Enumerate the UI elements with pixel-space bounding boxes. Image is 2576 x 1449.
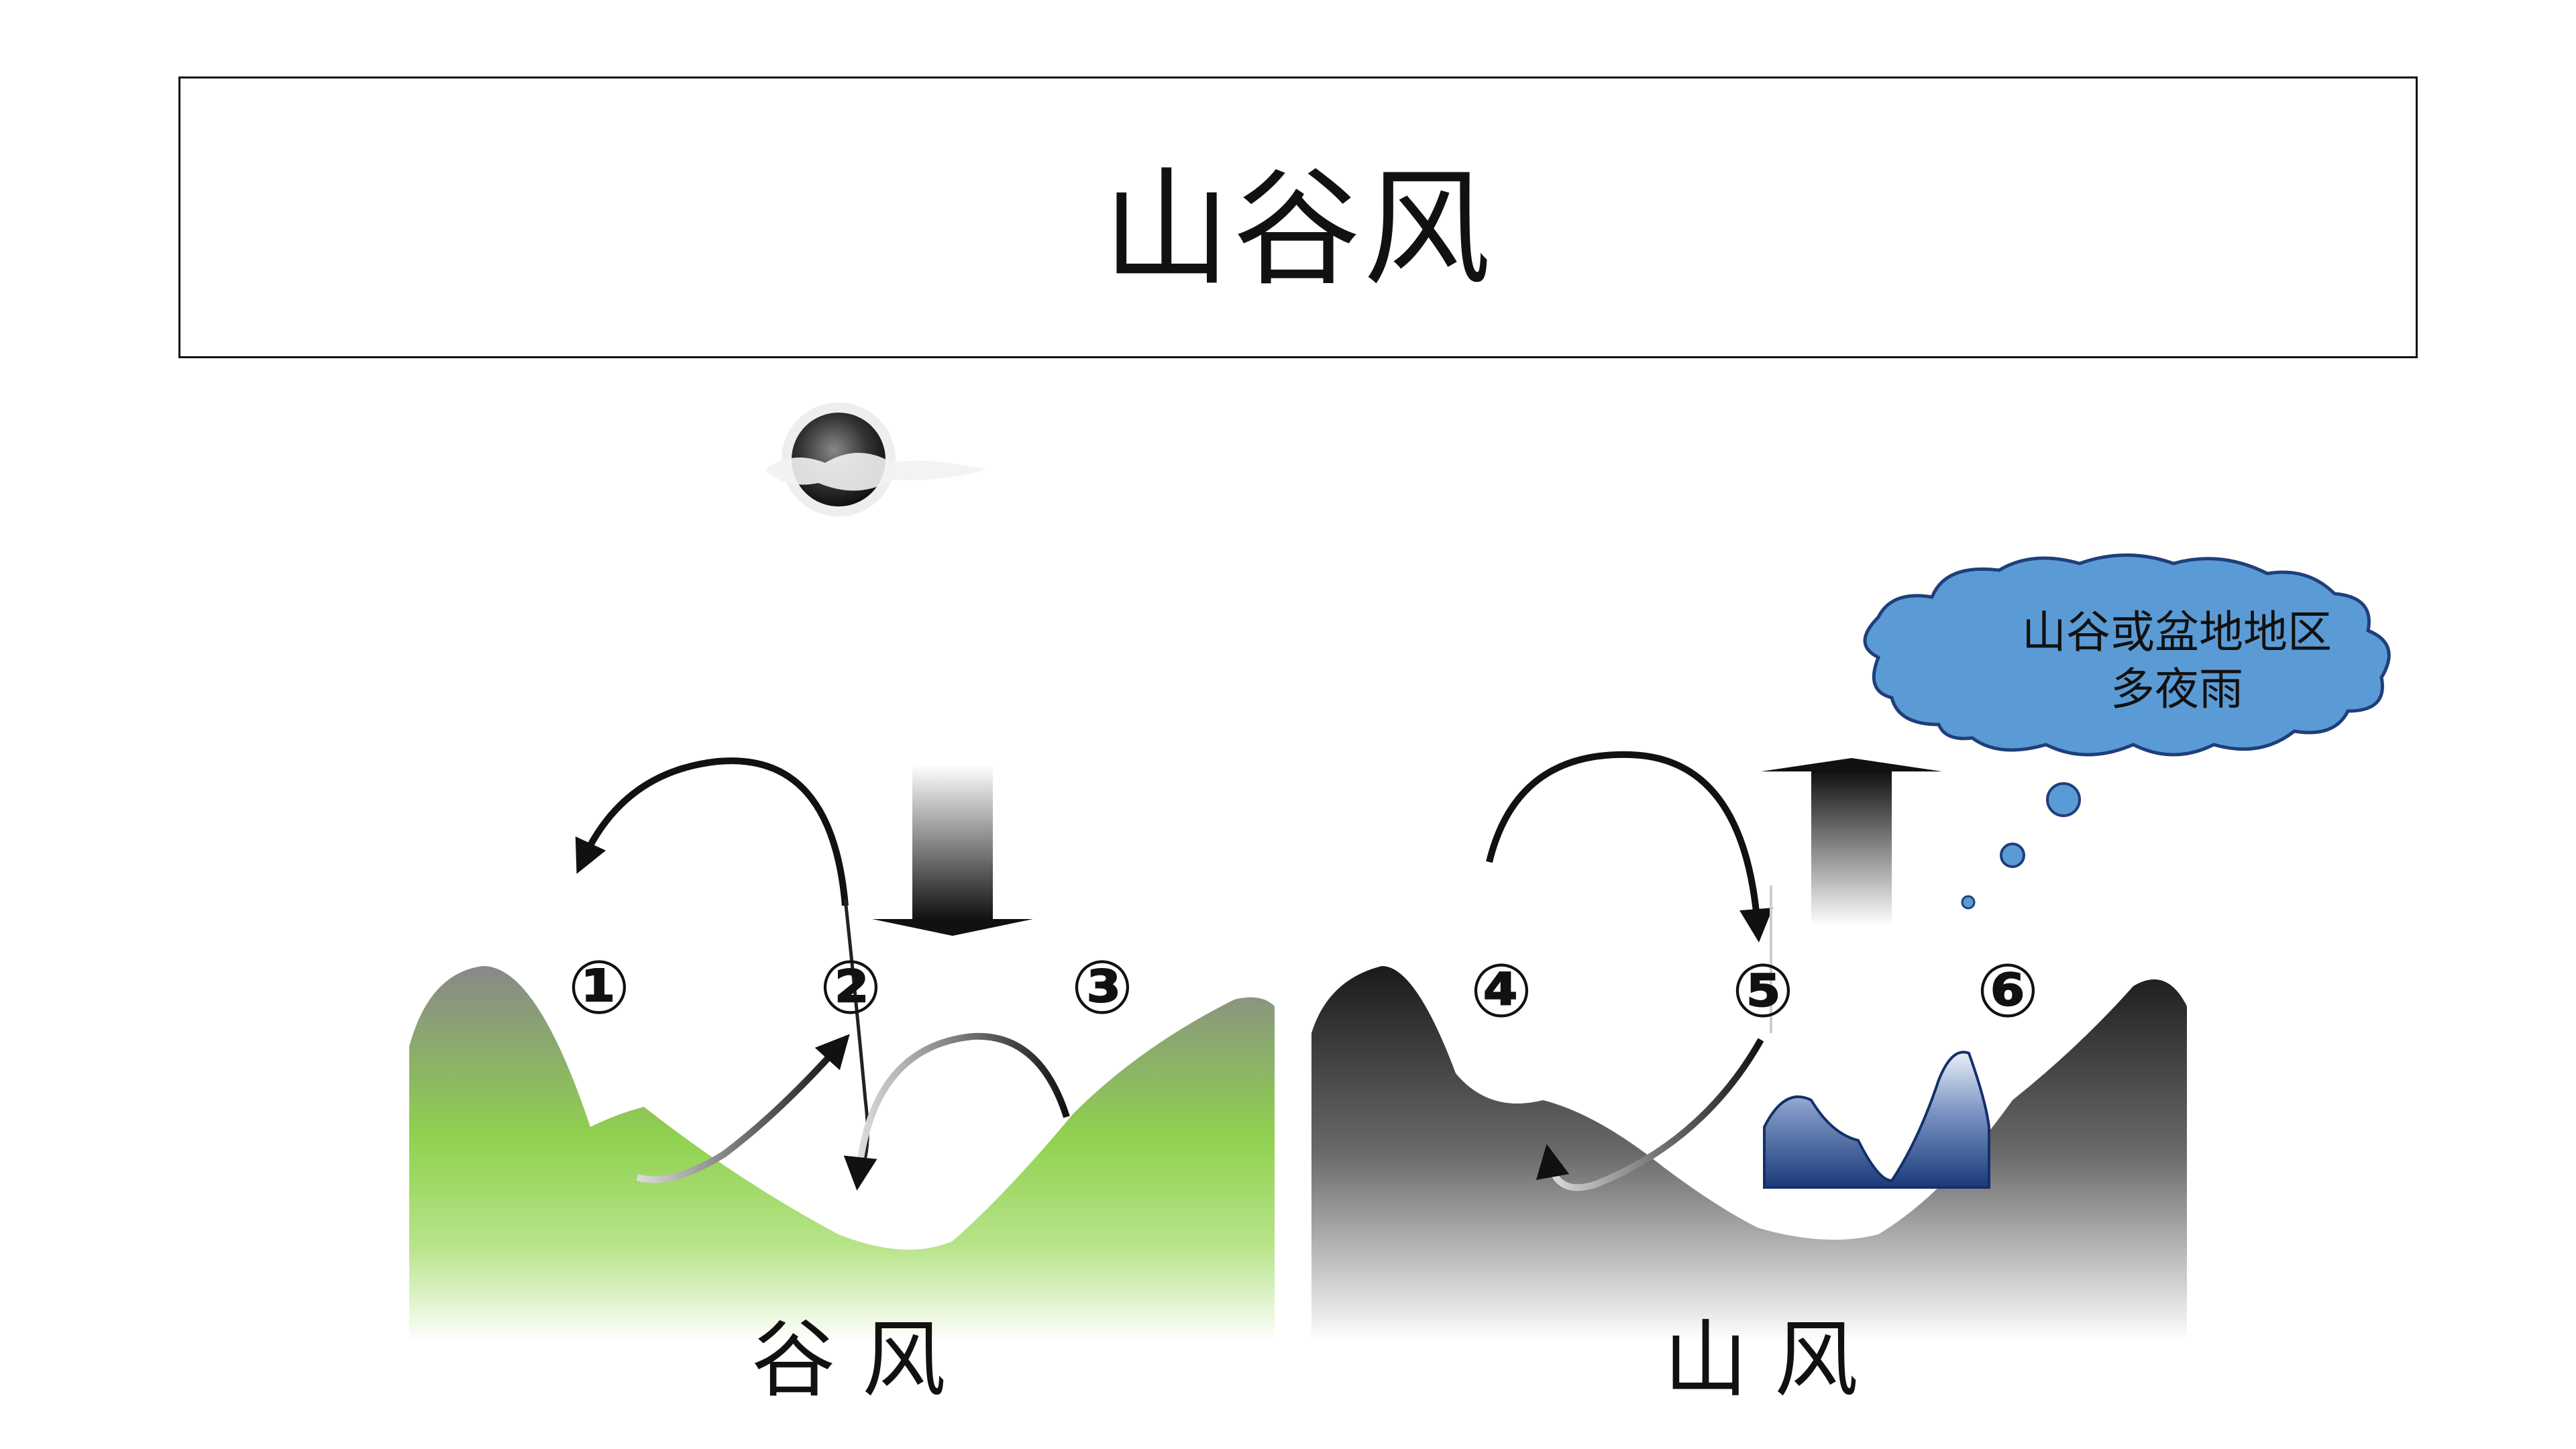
caption-mountain-wind: 山 风 <box>1664 1311 1858 1409</box>
caption-valley-wind: 谷 风 <box>751 1311 946 1409</box>
thought-cloud: 山谷或盆地地区 多夜雨 <box>1863 553 2391 910</box>
moon-with-cloud-icon <box>765 402 986 517</box>
title-box: 山谷风 <box>178 76 2418 358</box>
marker-5: ⑤ <box>1731 948 1794 1034</box>
marker-3: ③ <box>1071 945 1133 1030</box>
snow-peak-icon <box>1763 1051 1990 1189</box>
vertical-flow-line <box>843 898 869 1175</box>
marker-4: ④ <box>1470 948 1532 1034</box>
marker-6: ⑥ <box>1976 948 2039 1034</box>
downslope-return-arrow <box>1486 751 1773 943</box>
sinking-air-arrow <box>872 765 1033 936</box>
page-title: 山谷风 <box>1102 154 1493 303</box>
thought-cloud-line2: 多夜雨 <box>2110 663 2243 715</box>
slope-upwind-arrow-right <box>843 1032 1070 1191</box>
valley-outflow-arrow <box>1536 1038 1764 1191</box>
rising-air-arrow <box>1761 758 1942 926</box>
marker-2: ② <box>819 945 881 1030</box>
upper-return-arrow-left <box>575 757 849 906</box>
slope-upwind-arrow-left <box>636 1034 850 1183</box>
thought-cloud-line1: 山谷或盆地地区 <box>2022 606 2332 658</box>
valley-wind-terrain <box>409 966 1275 1342</box>
marker-1: ① <box>568 945 630 1030</box>
mountain-wind-terrain <box>1311 966 2187 1342</box>
